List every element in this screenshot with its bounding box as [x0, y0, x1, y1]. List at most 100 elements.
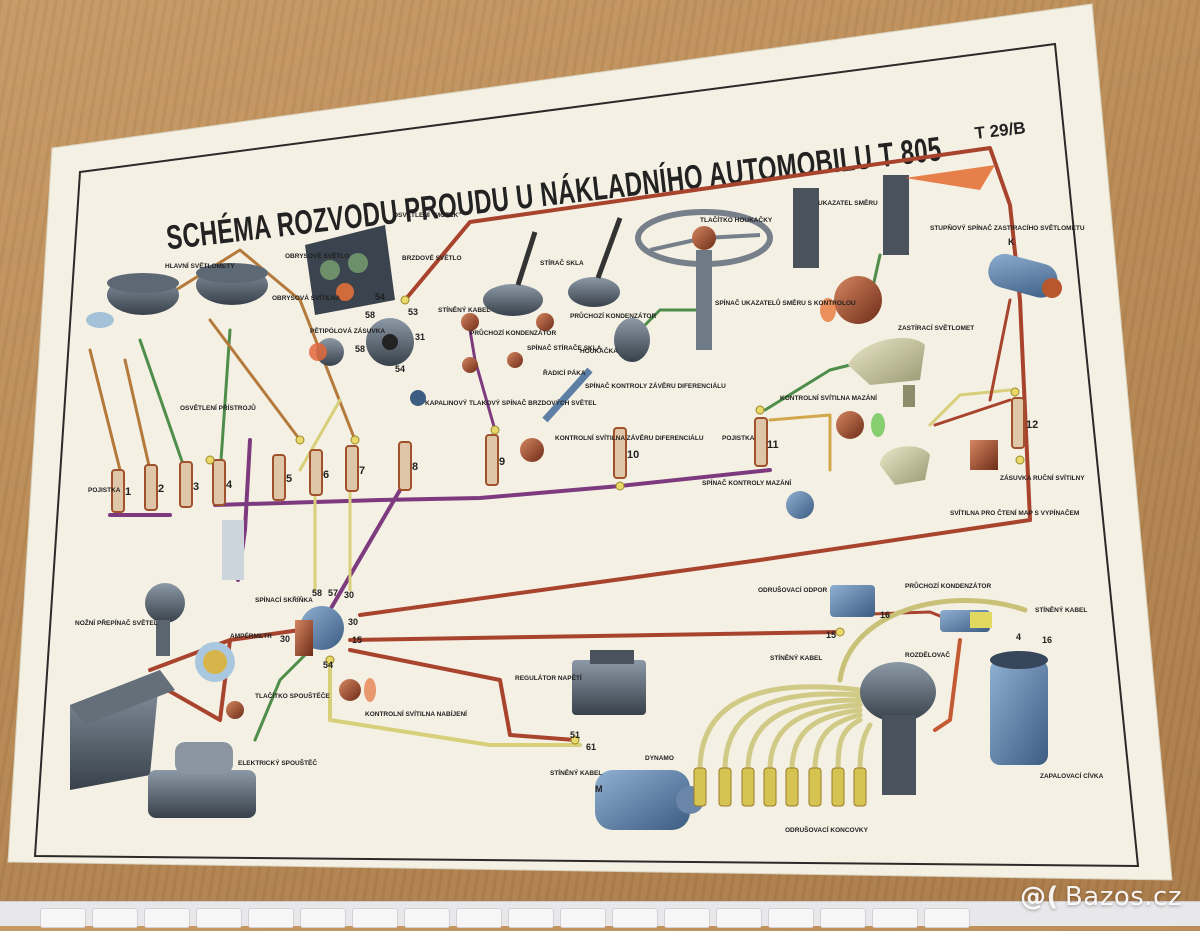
- label-starter: ELEKTRICKÝ SPOUŠTĚČ: [238, 758, 317, 767]
- fuse-number: 3: [193, 481, 199, 493]
- label-ignition-box: SPÍNACÍ SKŘÍŇKA: [255, 595, 313, 604]
- label-blackout-headlamp: ZASTÍRACÍ SVĚTLOMET: [898, 323, 974, 332]
- liquid-switch: [410, 390, 426, 406]
- label-lubrication-switch: SPÍNAČ KONTROLY MAZÁNÍ: [702, 478, 791, 487]
- label-condenser-right: PRŮCHOZÍ KONDENZÁTOR: [905, 580, 991, 590]
- keyboard-key: [352, 908, 398, 928]
- suppression-resistor: [830, 585, 875, 617]
- label-diff-switch: SPÍNAČ KONTROLY ZÁVĚRU DIFERENCIÁLU: [585, 381, 726, 390]
- label-diff-lamp: KONTROLNÍ SVÍTILNA ZÁVĚRU DIFERENCIÁLU: [555, 433, 704, 442]
- terminal-number: 54: [395, 364, 405, 374]
- brake-pressure-switch: [462, 357, 478, 373]
- electric-starter: [148, 742, 256, 818]
- terminal-number: 53: [408, 307, 418, 317]
- fuse-number: 6: [323, 469, 329, 481]
- label-dynamo: DYNAMO: [645, 755, 674, 762]
- label-distributor: ROZDĚLOVAČ: [905, 650, 950, 659]
- dimmer-switch: [145, 583, 185, 656]
- passthrough-condenser-left: [461, 313, 479, 331]
- blackout-headlamp: [988, 253, 1062, 298]
- lubrication-lamp: [836, 411, 864, 439]
- label-ammeter: AMPÉRMETR: [230, 631, 272, 640]
- fuse-number: 7: [359, 465, 365, 477]
- label-suppression-resistor: ODRUŠOVACÍ ODPOR: [758, 585, 828, 594]
- light-switch-panel: [222, 520, 244, 580]
- terminal-numbers: 58 54 53 31 58 54 58 57 30 30 15 30 54 5…: [280, 237, 1052, 794]
- label-horn: HOUKAČKA: [580, 346, 618, 355]
- label-outline-lamp: OBRYSOVÁ SVÍTILNA: [272, 293, 341, 302]
- keyboard-key: [560, 908, 606, 928]
- hand-lamp-socket: [970, 440, 998, 470]
- label-fuse-small: POJISTKA: [88, 487, 121, 494]
- fuse-number: 1: [125, 486, 131, 498]
- gear-lever: [542, 367, 593, 423]
- keyboard-key: [92, 908, 138, 928]
- keyboard-key: [924, 908, 970, 928]
- label-shielded-cable-top: STÍNĚNÝ KABEL: [438, 305, 490, 314]
- steering-wheel: [635, 209, 773, 350]
- keyboard-key: [404, 908, 450, 928]
- terminal-number: 31: [415, 332, 425, 342]
- terminal-number: 30: [344, 590, 354, 600]
- label-liquid-switch: KAPALINOVÝ TLAKOVÝ SPÍNAČ BRZDOVÝCH SVĚT…: [425, 398, 596, 407]
- fuse-number: 2: [158, 483, 164, 495]
- fuse-number: 10: [627, 449, 639, 461]
- label-map-lamp: SVÍTILNA PRO ČTENÍ MAP S VYPÍNAČEM: [950, 508, 1079, 517]
- fuse-number: 4: [226, 479, 233, 491]
- direction-indicator-right: [883, 175, 909, 255]
- terminal-number: 54: [375, 292, 385, 302]
- label-instrument-lighting: OSVĚTLENÍ PŘÍSTROJŮ: [180, 402, 256, 412]
- terminal-number: 30: [348, 617, 358, 627]
- label-regulator: REGULÁTOR NAPĚTÍ: [515, 673, 582, 682]
- direction-indicator-left: [793, 188, 819, 268]
- terminal-number: 58: [365, 310, 375, 320]
- keyboard-key: [820, 908, 866, 928]
- wiper-switch: [507, 352, 523, 368]
- ignition-coil: [990, 651, 1048, 765]
- keyboard-key: [300, 908, 346, 928]
- label-step-switch: STUPŇOVÝ SPÍNAČ ZASTIRACÍHO SVĚTLOMETU: [930, 223, 1085, 232]
- terminal-number: 16: [1042, 635, 1052, 645]
- horn: [614, 318, 650, 362]
- label-engine-light: OSVĚTLENÍ "MOTEK": [393, 210, 461, 219]
- diff-lock-lamp: [520, 438, 544, 462]
- fuse-number: 12: [1026, 419, 1038, 431]
- keyboard-key: [508, 908, 554, 928]
- map-reading-lamp: [880, 446, 930, 485]
- keyboard-key: [612, 908, 658, 928]
- fuse-number: 9: [499, 456, 505, 468]
- wiper-motor-left: [483, 231, 543, 316]
- label-direction-indicator: UKAZATEL SMĚRU: [818, 198, 878, 207]
- terminal-number: 58: [312, 588, 322, 598]
- charging-lamp: [339, 679, 361, 701]
- distributor: [860, 662, 936, 795]
- watermark-text: Bazos.cz: [1064, 882, 1182, 912]
- fuse-number: 8: [412, 461, 418, 473]
- fuse-row: [111, 397, 1025, 513]
- label-condenser-top: PRŮCHOZÍ KONDENZÁTOR: [570, 310, 656, 320]
- watermark-logo-icon: @(: [1020, 882, 1059, 912]
- label-horn-button: TLAČÍTKO HOUKAČKY: [700, 215, 773, 224]
- blackout-lamp-cream: [848, 337, 925, 407]
- label-ignition-coil: ZAPALOVACÍ CÍVKA: [1040, 771, 1104, 780]
- label-outline-light: OBRYSOVÉ SVĚTLO: [285, 251, 349, 260]
- label-charging-lamp: KONTROLNÍ SVÍTILNA NABÍJENÍ: [365, 709, 467, 718]
- suppression-caps: [693, 767, 867, 807]
- label-shielded-cable-mid: STÍNĚNÝ KABEL: [770, 653, 822, 662]
- keyboard-key: [716, 908, 762, 928]
- label-suppression-caps: ODRUŠOVACÍ KONCOVKY: [785, 825, 869, 834]
- watermark[interactable]: @(Bazos.cz: [1020, 882, 1182, 912]
- terminal-number: 51: [570, 730, 580, 740]
- label-shielded-cable-bottom: STÍNĚNÝ KABEL: [550, 768, 602, 777]
- indicator-flash: [905, 165, 995, 190]
- label-lubrication-lamp: KONTROLNÍ SVÍTILNA MAZÁNÍ: [780, 393, 877, 402]
- keyboard-key: [196, 908, 242, 928]
- label-fuse: POJISTKA: [722, 435, 755, 442]
- headlamp-left: [86, 273, 179, 328]
- keyboard-key: [872, 908, 918, 928]
- wiper-motor-right: [568, 217, 623, 307]
- indicator-switch: [820, 276, 882, 324]
- keyboard-key: [664, 908, 710, 928]
- terminal-number: 30: [280, 634, 290, 644]
